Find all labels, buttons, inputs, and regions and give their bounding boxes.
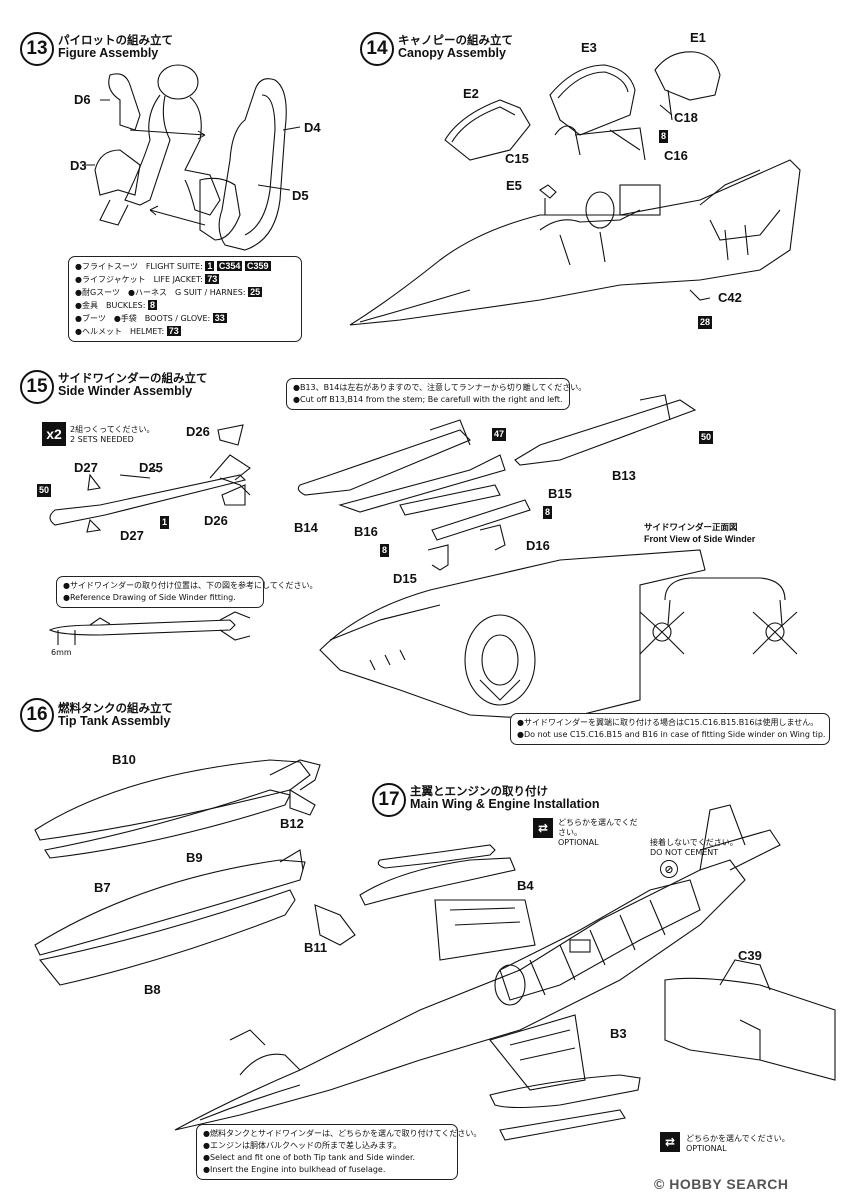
- part-label-d27-bottom: D27: [120, 528, 144, 543]
- part-label-b4: B4: [517, 878, 534, 893]
- part-label-e3: E3: [581, 40, 597, 55]
- part-label-e2: E2: [463, 86, 479, 101]
- color-chip-8-c: 8: [380, 544, 390, 557]
- sidewinder-assembly-drawing: [49, 424, 251, 533]
- sidewinder-reference-note: ●サイドワインダーの取り付け位置は、下の図を参考にしてください。 ●Refere…: [56, 576, 318, 608]
- wing-b3-drawing: [489, 1014, 586, 1091]
- canopy-parts-drawing: [444, 51, 721, 301]
- tip-tank-lower-drawing: [34, 849, 356, 986]
- x2-badge: x2: [42, 422, 66, 446]
- part-label-b12: B12: [280, 816, 304, 831]
- step-16-number: 16: [20, 698, 54, 732]
- pilot-figure-drawing: [94, 64, 221, 226]
- sidewinder-reference-drawing: [48, 611, 251, 645]
- part-label-b7: B7: [94, 880, 111, 895]
- part-label-d5: D5: [292, 188, 309, 203]
- engine-drawing: [494, 879, 701, 1006]
- step-17-title-en: Main Wing & Engine Installation: [410, 797, 600, 811]
- front-view-sidewinder-drawing: [639, 577, 798, 655]
- color-chip-1: 1: [160, 516, 170, 529]
- front-view-title: サイドワインダー正面図 Front View of Side Winder: [644, 523, 756, 544]
- step-14-title-jp: キャノピーの組み立て: [398, 33, 513, 47]
- step-13-number: 13: [20, 32, 54, 66]
- optional-note-1: どちらかを選んでください。 OPTIONAL: [558, 818, 638, 847]
- color-chip-47: 47: [492, 428, 507, 441]
- wing-b4-drawing: [434, 899, 536, 961]
- part-label-d27-top: D27: [74, 460, 98, 475]
- step-14-number: 14: [360, 32, 394, 66]
- step-13-title-jp: パイロットの組み立て: [58, 33, 173, 47]
- reference-6mm: 6mm: [51, 648, 72, 657]
- step-16-title-en: Tip Tank Assembly: [58, 714, 171, 728]
- part-label-c42: C42: [718, 290, 742, 305]
- color-chip-28: 28: [698, 316, 713, 329]
- part-label-d16: D16: [526, 538, 550, 553]
- x2-jp: 2組つくってください。: [70, 425, 155, 434]
- c39-detail-drawing: [664, 959, 836, 1081]
- part-label-d25: D25: [139, 460, 163, 475]
- optional-note-2: どちらかを選んでください。 OPTIONAL: [686, 1134, 790, 1153]
- x2-en: 2 SETS NEEDED: [70, 435, 134, 444]
- canopy-fuselage-drawing: [349, 159, 801, 326]
- part-label-c15: C15: [505, 151, 529, 166]
- step-15-title-en: Side Winder Assembly: [58, 384, 193, 398]
- part-label-d3: D3: [70, 158, 87, 173]
- do-not-cement-note: 接着しないでください。 DO NOT CEMENT: [650, 838, 738, 857]
- optional-icon-2: ⇄: [660, 1132, 680, 1152]
- part-label-b9: B9: [186, 850, 203, 865]
- color-chip-50: 50: [37, 484, 52, 497]
- optional-sidewinder-tank-drawing: [359, 844, 641, 1141]
- part-label-b3: B3: [610, 1026, 627, 1041]
- part-label-b13: B13: [612, 468, 636, 483]
- no-cement-icon: ⊘: [660, 860, 678, 878]
- part-label-b15: B15: [548, 486, 572, 501]
- part-label-d4: D4: [304, 120, 321, 135]
- watermark: © HOBBY SEARCH: [654, 1176, 789, 1192]
- part-label-b11: B11: [304, 940, 328, 955]
- part-label-d6: D6: [74, 92, 91, 107]
- cut-off-note: ●B13、B14は左右がありますので、注意してランナーから切り離してください。 …: [286, 378, 586, 410]
- color-chip-8: 8: [659, 130, 669, 143]
- part-label-d26-top: D26: [186, 424, 210, 439]
- part-label-e5: E5: [506, 178, 522, 193]
- part-label-b14: B14: [294, 520, 318, 535]
- part-label-e1: E1: [690, 30, 706, 45]
- step-14-title-en: Canopy Assembly: [398, 46, 506, 60]
- step-17-title-jp: 主翼とエンジンの取り付け: [410, 784, 548, 798]
- step-15-title-jp: サイドワインダーの組み立て: [58, 371, 208, 385]
- tip-tank-upper-drawing: [34, 759, 321, 859]
- main-aircraft-drawing: [174, 804, 781, 1131]
- step-15-number: 15: [20, 370, 54, 404]
- part-label-b8: B8: [144, 982, 161, 997]
- part-label-b16: B16: [354, 524, 378, 539]
- part-label-c39: C39: [738, 948, 762, 963]
- optional-icon-1: ⇄: [533, 818, 553, 838]
- part-label-b10: B10: [112, 752, 136, 767]
- wingtip-note: ●サイドワインダーを翼端に取り付ける場合はC15.C16.B15.B16は使用し…: [510, 713, 830, 745]
- part-label-d26-bottom: D26: [204, 513, 228, 528]
- part-label-c16: C16: [664, 148, 688, 163]
- wing-fuselage-sidewinder-drawing: [319, 549, 706, 721]
- color-chip-8-b: 8: [543, 506, 553, 519]
- bottom-note: ●燃料タンクとサイドワインダーは、どちらかを選んで取り付けてください。 ●エンジ…: [196, 1124, 481, 1180]
- step-16-title-jp: 燃料タンクの組み立て: [58, 701, 173, 715]
- figure-color-box: ●フライトスーツ FLIGHT SUITE: 1 C354 C359 ●ライフジ…: [68, 256, 302, 342]
- sidewinder-rails-drawing: [297, 394, 697, 571]
- step-17-number: 17: [372, 783, 406, 817]
- seat-drawing: [199, 78, 287, 251]
- part-label-c18: C18: [674, 110, 698, 125]
- color-chip-50-b: 50: [699, 431, 714, 444]
- part-label-d15: D15: [393, 571, 417, 586]
- step-13-title-en: Figure Assembly: [58, 46, 159, 60]
